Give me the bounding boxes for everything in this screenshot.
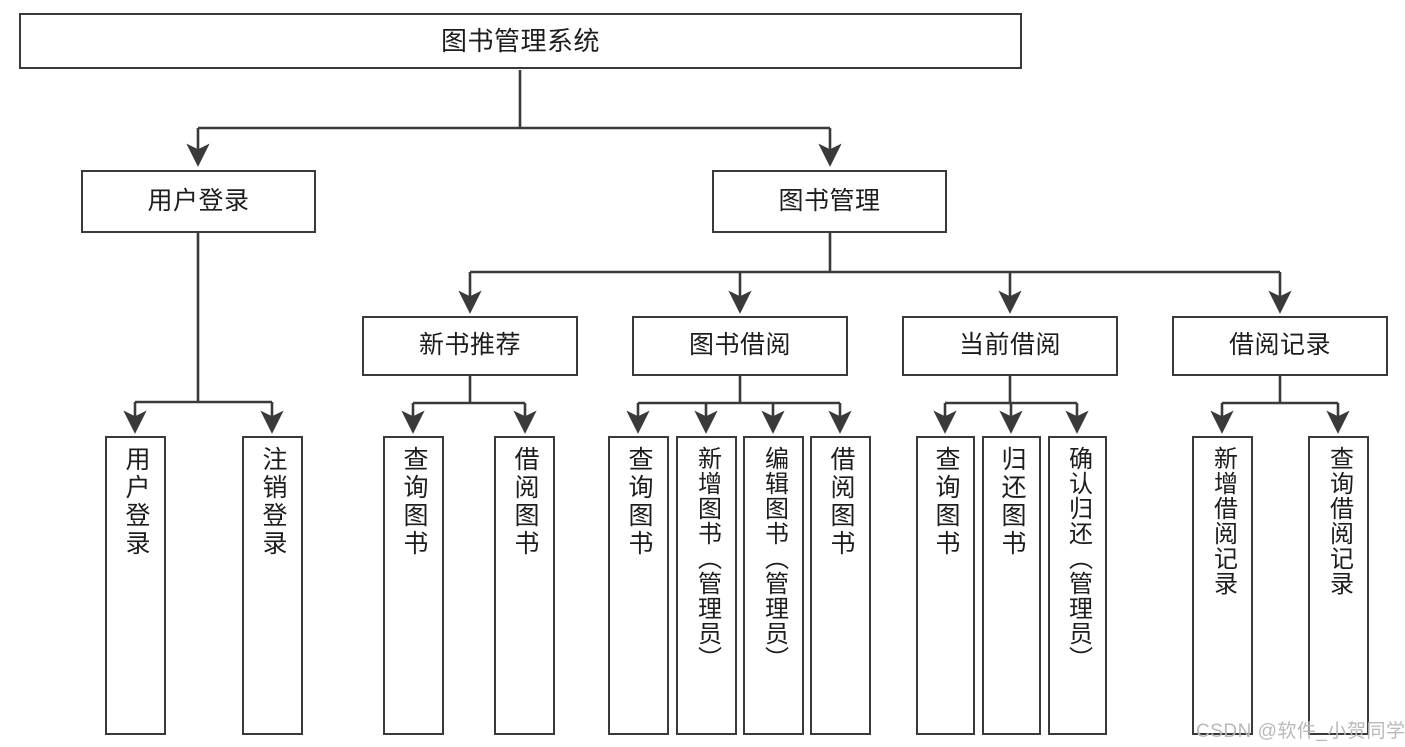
node-label: 借阅图书 <box>511 446 539 558</box>
node-label: 注销登录 <box>259 446 287 558</box>
node-label: 新增图书（管理员） <box>693 446 721 671</box>
leaf-query-book-borrow[interactable]: 查询图书 <box>608 436 669 735</box>
leaf-edit-book-admin[interactable]: 编辑图书（管理员） <box>743 436 804 735</box>
node-label: 图书管理 <box>778 186 881 215</box>
node-book-management[interactable]: 图书管理 <box>712 170 947 233</box>
leaf-query-borrow-record[interactable]: 查询借阅记录 <box>1308 436 1369 735</box>
node-user-login[interactable]: 用户登录 <box>81 170 316 233</box>
node-label: 用户登录 <box>122 446 150 558</box>
node-label: 查询图书 <box>625 446 653 558</box>
leaf-logout[interactable]: 注销登录 <box>242 436 303 735</box>
node-label: 借阅记录 <box>1228 331 1331 360</box>
node-label: 查询图书 <box>400 446 428 558</box>
node-label: 借阅图书 <box>827 446 855 558</box>
leaf-borrow-book[interactable]: 借阅图书 <box>810 436 871 735</box>
node-label: 新增借阅记录 <box>1209 446 1237 596</box>
node-label: 用户登录 <box>147 186 250 215</box>
node-root-system[interactable]: 图书管理系统 <box>19 13 1022 69</box>
leaf-add-borrow-record[interactable]: 新增借阅记录 <box>1192 436 1253 735</box>
leaf-confirm-return-admin[interactable]: 确认归还（管理员） <box>1048 436 1107 735</box>
node-book-borrow[interactable]: 图书借阅 <box>632 316 848 376</box>
node-label: 当前借阅 <box>958 331 1061 360</box>
node-label: 图书借阅 <box>688 331 791 360</box>
node-label: 图书管理系统 <box>440 25 600 56</box>
node-new-book-recommend[interactable]: 新书推荐 <box>362 316 578 376</box>
node-borrow-records[interactable]: 借阅记录 <box>1172 316 1388 376</box>
node-label: 编辑图书（管理员） <box>760 446 788 671</box>
leaf-query-book-recommend[interactable]: 查询图书 <box>383 436 444 735</box>
leaf-borrow-book-recommend[interactable]: 借阅图书 <box>494 436 555 735</box>
node-label: 归还图书 <box>998 446 1026 558</box>
leaf-user-login[interactable]: 用户登录 <box>105 436 166 735</box>
node-label: 查询借阅记录 <box>1325 446 1353 596</box>
node-label: 新书推荐 <box>418 331 521 360</box>
leaf-return-book[interactable]: 归还图书 <box>982 436 1041 735</box>
node-label: 查询图书 <box>932 446 960 558</box>
watermark-text: CSDN @软件_小贺同学 <box>1196 721 1405 742</box>
leaf-add-book-admin[interactable]: 新增图书（管理员） <box>676 436 737 735</box>
node-current-borrow[interactable]: 当前借阅 <box>902 316 1118 376</box>
node-label: 确认归还（管理员） <box>1064 446 1092 671</box>
leaf-query-book-current[interactable]: 查询图书 <box>916 436 975 735</box>
